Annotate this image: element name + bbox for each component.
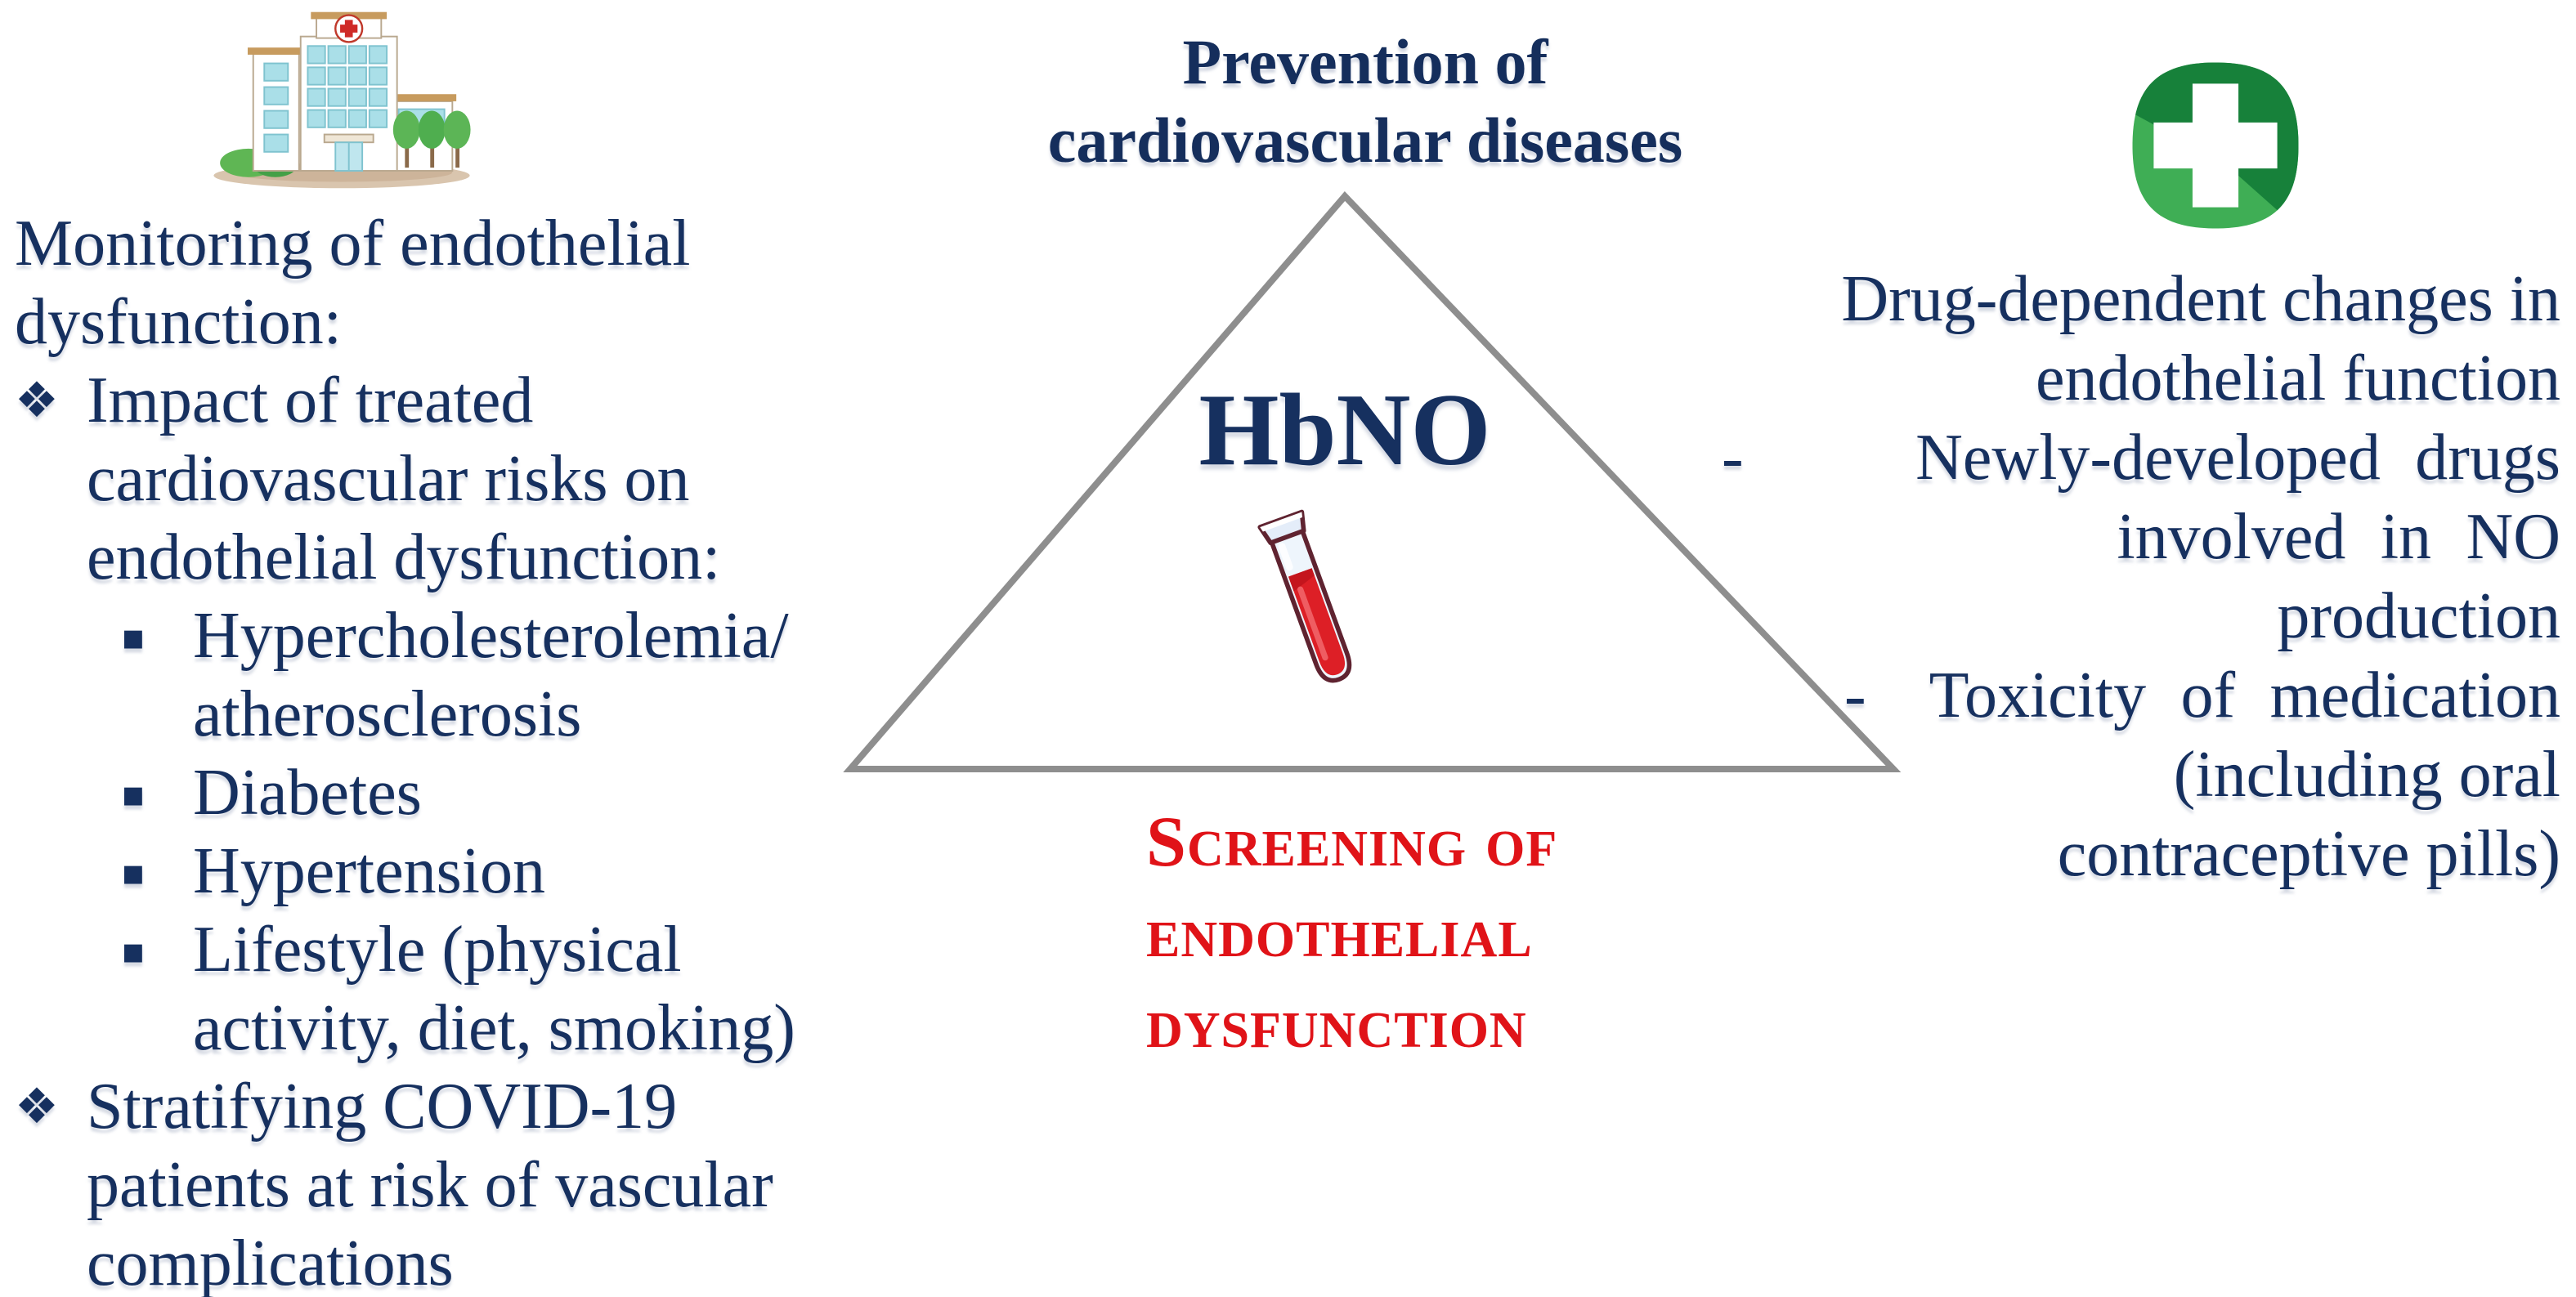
left-line: activity, diet, smoking) — [15, 989, 955, 1067]
left-line: ▪ Diabetes — [15, 754, 955, 832]
screening-line-2: endothelial — [1146, 893, 1533, 973]
square-bullet-icon: ▪ — [121, 616, 146, 658]
right-line-text: contraceptive pills) — [2057, 818, 2560, 890]
hbno-label: HbNO — [1198, 373, 1491, 487]
left-line: patients at risk of vascular — [15, 1146, 955, 1224]
left-line: ❖ Impact of treated — [15, 361, 955, 440]
right-line-text: Toxicity of medication — [1929, 660, 2560, 731]
left-line-text: Diabetes — [193, 757, 422, 829]
left-line: ❖ Stratifying COVID-19 — [15, 1067, 955, 1146]
screening-caption: Screening of endothelial dysfunction — [1146, 797, 1669, 1069]
right-line-text: Newly-developed drugs — [1915, 422, 2560, 494]
screening-line-3: dysfunction — [1146, 984, 1527, 1063]
right-line: involved in NO — [1722, 498, 2560, 577]
left-line-text: cardiovascular risks on — [87, 443, 690, 515]
title-line-1: Prevention of — [1182, 26, 1548, 97]
left-line: ▪ Hypertension — [15, 832, 955, 910]
left-line-text: Hypercholesterolemia/ — [193, 600, 789, 672]
right-line-text: (including oral — [2173, 739, 2560, 811]
hospital-building-icon — [213, 11, 471, 189]
left-line: dysfunction: — [15, 283, 955, 361]
green-medical-cross-icon — [2132, 62, 2299, 229]
left-line-text: Impact of treated — [87, 365, 534, 436]
left-line-text: Hypertension — [193, 835, 546, 907]
right-line: - Newly-developed drugs — [1722, 418, 2560, 498]
dash-bullet: - — [1722, 422, 1744, 494]
blood-test-tube-icon — [1257, 509, 1352, 683]
monitoring-panel: Monitoring of endothelial dysfunction: ❖… — [15, 204, 955, 1297]
diamond-bullet-icon: ❖ — [15, 1078, 59, 1135]
page-title: Prevention of cardiovascular diseases — [956, 23, 1774, 180]
left-line: atherosclerosis — [15, 675, 955, 754]
right-line: contraceptive pills) — [1722, 815, 2560, 894]
screening-line-1: Screening of — [1146, 803, 1558, 882]
right-line-text: involved in NO — [2117, 501, 2560, 573]
left-line-text: Monitoring of endothelial — [15, 208, 691, 280]
left-line-text: dysfunction: — [15, 286, 342, 358]
left-line: endothelial dysfunction: — [15, 518, 955, 597]
left-line: complications — [15, 1224, 955, 1297]
right-line-text: production — [2277, 580, 2560, 652]
right-line: production — [1722, 577, 2560, 656]
left-line-text: activity, diet, smoking) — [193, 992, 795, 1064]
left-line-text: atherosclerosis — [193, 678, 582, 750]
right-line: -Toxicity of medication — [1722, 656, 2560, 736]
left-line: ▪ Lifestyle (physical — [15, 910, 955, 989]
right-line-text: Drug-dependent changes in — [1841, 263, 2560, 335]
dash-bullet: - — [1844, 660, 1866, 731]
left-line: Monitoring of endothelial — [15, 204, 955, 283]
left-line-text: patients at risk of vascular — [87, 1149, 773, 1221]
left-line-text: endothelial dysfunction: — [87, 521, 721, 593]
left-line-text: Lifestyle (physical — [193, 914, 682, 986]
left-line-text: Stratifying COVID-19 — [87, 1071, 678, 1143]
left-line-text: complications — [87, 1228, 454, 1297]
square-bullet-icon: ▪ — [121, 773, 146, 815]
left-line: cardiovascular risks on — [15, 440, 955, 518]
right-line-text: endothelial function — [2035, 342, 2560, 414]
square-bullet-icon: ▪ — [121, 930, 146, 972]
right-line: endothelial function — [1722, 339, 2560, 418]
drug-panel: Drug-dependent changes in endothelial fu… — [1722, 260, 2560, 894]
title-line-2: cardiovascular diseases — [1047, 105, 1683, 176]
square-bullet-icon: ▪ — [121, 852, 146, 893]
right-line: (including oral — [1722, 736, 2560, 815]
diamond-bullet-icon: ❖ — [15, 372, 59, 429]
right-line: Drug-dependent changes in — [1722, 260, 2560, 339]
left-line: ▪ Hypercholesterolemia/ — [15, 597, 955, 675]
